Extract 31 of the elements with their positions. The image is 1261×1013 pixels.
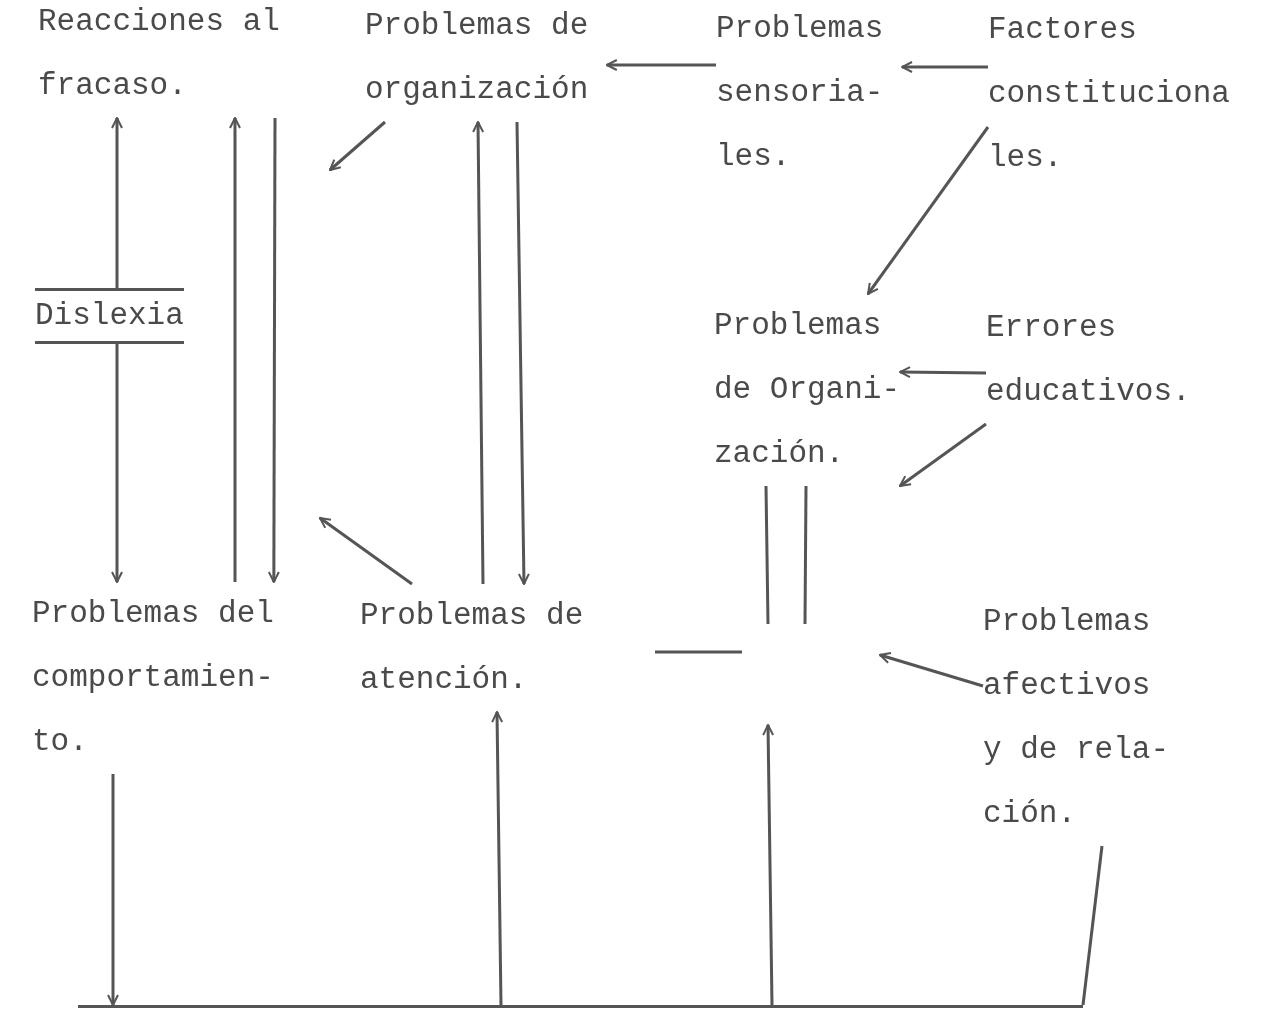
arrow xyxy=(899,422,987,488)
arrow xyxy=(319,516,413,586)
connector-line xyxy=(803,486,808,624)
node-label: Reacciones al fracaso. xyxy=(38,3,281,105)
node-label: Problemas afectivos y de rela- ción. xyxy=(983,603,1169,833)
arrow xyxy=(267,118,280,583)
arrow xyxy=(899,366,986,379)
node-label: Factores constituciona les. xyxy=(988,11,1230,177)
node-label: Problemas de Organi- zación. xyxy=(714,307,900,473)
arrow xyxy=(866,126,990,295)
connector-line xyxy=(764,485,770,625)
arrow xyxy=(762,724,775,1006)
arrow xyxy=(229,117,241,582)
arrow xyxy=(111,344,123,583)
node-label: Problemas de atención. xyxy=(360,597,584,699)
node-label: Errores educativos. xyxy=(986,309,1191,411)
arrow xyxy=(329,120,386,172)
arrow xyxy=(901,61,988,73)
arrow xyxy=(472,121,485,584)
node-label: Problemas de organización xyxy=(365,7,590,109)
arrow xyxy=(515,121,530,585)
arrow xyxy=(605,59,716,71)
node-label: Problemas del comportamien- to. xyxy=(32,595,274,761)
arrow xyxy=(107,774,119,1006)
connector-line xyxy=(1081,845,1104,1006)
node-label: Problemas sensoria- les. xyxy=(716,10,885,176)
baseline-bar xyxy=(78,1005,1083,1008)
arrow xyxy=(879,652,984,688)
underlined-heading: Dislexia xyxy=(35,288,184,344)
arrow xyxy=(491,711,504,1005)
arrow xyxy=(111,117,123,288)
